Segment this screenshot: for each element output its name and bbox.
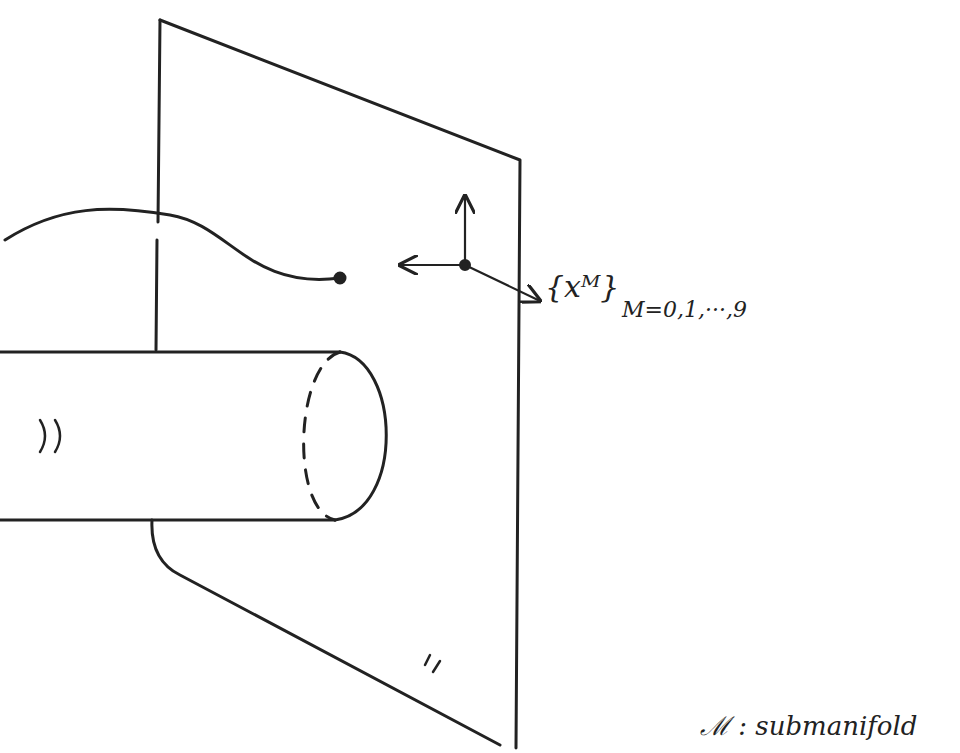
- submanifold-note: ℳ : submanifold: [700, 712, 917, 741]
- brane-left-edge: [156, 240, 157, 350]
- brane-plane: [160, 20, 520, 748]
- origin-dot: [461, 261, 470, 270]
- axis-arrow: [464, 198, 466, 265]
- string-endpoint: [335, 273, 345, 283]
- cylinder-bottom: [0, 519, 335, 522]
- plane-mark: [425, 655, 430, 665]
- coordinate-label: {xᴹ}: [545, 270, 619, 303]
- axis-arrow: [465, 265, 538, 300]
- axis-arrow: [402, 264, 465, 266]
- cylinder-top: [0, 351, 340, 354]
- cylinder-front-rim: [335, 352, 386, 520]
- plane-mark: [433, 661, 440, 672]
- cylinder-back-rim: [304, 352, 340, 520]
- motion-mark: [40, 420, 45, 452]
- brane-left-edge: [152, 520, 500, 745]
- brane-left-edge: [158, 20, 160, 222]
- open-string: [5, 209, 340, 279]
- coordinate-range: M=0,1,···,9: [622, 298, 747, 322]
- motion-mark: [55, 420, 60, 452]
